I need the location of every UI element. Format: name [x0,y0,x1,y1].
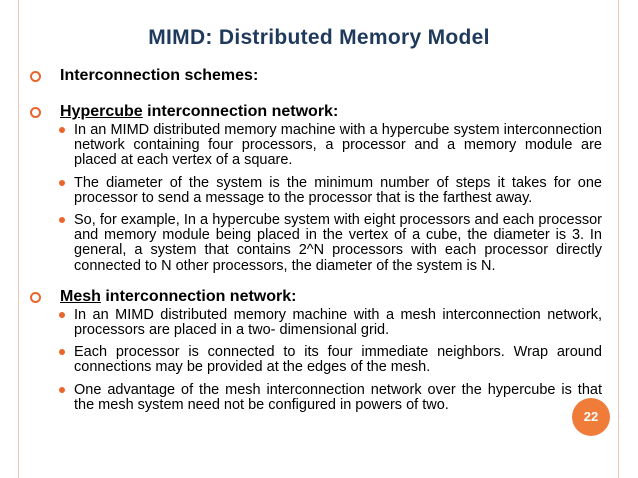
hypercube-bullet-text: The diameter of the system is the minimu… [74,174,602,206]
dot-bullet-icon [59,127,65,133]
ring-bullet-icon [30,71,41,82]
dot-bullet-icon [59,311,65,318]
mesh-bullet-text: In an MIMD distributed memory machine wi… [74,306,602,339]
left-border-line [18,0,19,478]
hypercube-subbullet: The diameter of the system is the minimu… [30,174,602,206]
mesh-heading-rest: interconnection network: [100,287,297,305]
hypercube-subbullet: In an MIMD distributed memory machine wi… [30,122,602,169]
mesh-subbullet: In an MIMD distributed memory machine wi… [30,306,602,339]
bullet-interconnection-schemes: Interconnection schemes: [30,66,602,86]
ring-bullet-icon [30,107,41,118]
hypercube-term: Hypercube [60,103,143,120]
hypercube-subbullet: So, for example, In a hypercube system w… [30,212,602,274]
schemes-heading: Interconnection schemes: [60,67,259,84]
slide-content: Interconnection schemes: Hypercube inter… [30,66,602,413]
mesh-subbullet: Each processor is connected to its four … [30,345,602,375]
hypercube-bullet-text: So, for example, In a hypercube system w… [74,212,602,274]
dot-bullet-icon [59,349,65,356]
dot-bullet-icon [59,217,65,224]
mesh-bullet-text: One advantage of the mesh interconnectio… [74,381,602,413]
hypercube-heading-rest: interconnection network: [142,103,339,120]
slide-title: MIMD: Distributed Memory Model [148,26,490,49]
mesh-subbullet: One advantage of the mesh interconnectio… [30,381,602,413]
right-border-line [618,0,619,478]
hypercube-bullet-text: In an MIMD distributed memory machine wi… [74,122,602,169]
ring-bullet-icon [30,291,41,303]
dot-bullet-icon [59,386,65,393]
mesh-term: Mesh [60,287,101,305]
page-number-badge: 22 [572,398,610,436]
bullet-hypercube: Hypercube interconnection network: [30,102,602,122]
mesh-bullet-text: Each processor is connected to its four … [74,344,602,376]
bullet-mesh: Mesh interconnection network: [30,287,602,307]
dot-bullet-icon [59,179,65,186]
